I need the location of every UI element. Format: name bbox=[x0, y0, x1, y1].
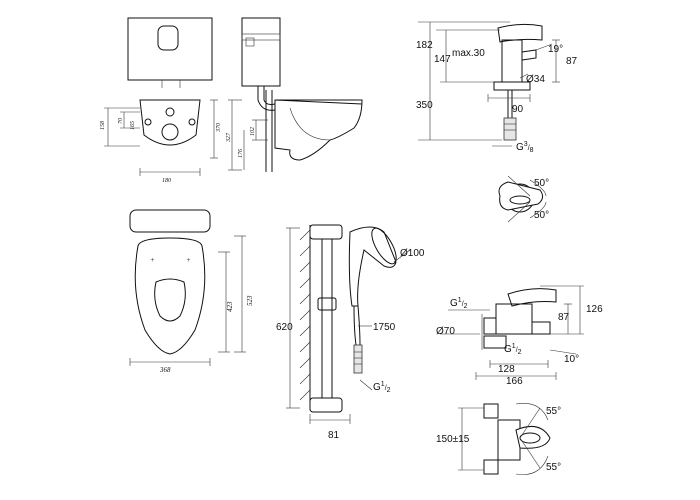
basin-top-angle-1: 50° bbox=[534, 178, 549, 189]
wc-bowl-outline bbox=[134, 237, 206, 355]
bath-height-2: 87 bbox=[558, 312, 570, 323]
shower-rail bbox=[321, 238, 333, 399]
wc-bowl-dim-523: 523 bbox=[246, 295, 254, 306]
basin-right-height: 87 bbox=[566, 56, 578, 67]
basin-top-angle-2: 50° bbox=[534, 210, 549, 221]
rail-slider bbox=[317, 297, 337, 311]
bath-spout-angle: 10° bbox=[564, 354, 579, 365]
svg-text:+: + bbox=[186, 256, 191, 264]
wc-side-dim-176: 176 bbox=[238, 149, 244, 158]
wc-bowl-view: + + 368 423 523 bbox=[129, 209, 254, 374]
basin-height-total: 182 bbox=[416, 40, 433, 51]
basin-top-view: 50° 50° bbox=[498, 175, 549, 223]
wc-side-dim-327: 327 bbox=[226, 132, 232, 143]
basin-hose-nut bbox=[503, 117, 517, 141]
rail-bracket-bottom bbox=[309, 397, 343, 413]
wc-front-dim-158: 158 bbox=[100, 121, 106, 130]
hose-nut bbox=[353, 344, 363, 374]
bath-spout bbox=[531, 321, 551, 335]
basin-mixer-view: 182 147 max.30 350 19° 87 Ø34 90 G3/8 bbox=[416, 21, 578, 154]
bath-connector-top bbox=[483, 403, 499, 419]
bath-diameter: Ø70 bbox=[436, 326, 455, 337]
wc-front-dim-70: 70 bbox=[118, 118, 124, 124]
cistern-side bbox=[241, 17, 281, 87]
shower-head-face bbox=[371, 227, 397, 265]
shower-hose-length: 1750 bbox=[373, 322, 396, 333]
bath-width-2: 166 bbox=[506, 376, 523, 387]
wc-pan-front bbox=[139, 99, 201, 146]
basin-diameter: Ø34 bbox=[526, 74, 545, 85]
basin-mixer-body bbox=[501, 39, 523, 83]
bath-top-angle-2: 55° bbox=[546, 462, 561, 473]
installation-frame bbox=[127, 17, 213, 81]
bath-top-angle-1: 55° bbox=[546, 406, 561, 417]
shower-thread: G1/2 bbox=[373, 381, 391, 394]
wc-pan-side bbox=[274, 99, 363, 161]
bath-thread-top: G1/2 bbox=[450, 297, 468, 310]
wc-side-dim-102: 102 bbox=[250, 127, 256, 136]
wc-bowl-inner bbox=[154, 278, 186, 322]
wc-bowl-dim-423: 423 bbox=[226, 301, 234, 312]
svg-text:+: + bbox=[150, 256, 155, 264]
shower-height: 620 bbox=[276, 322, 293, 333]
bath-lever bbox=[507, 288, 557, 307]
bath-connector-bottom bbox=[483, 459, 499, 475]
bath-width-1: 128 bbox=[498, 364, 515, 375]
wc-front-height: 370 bbox=[216, 123, 222, 133]
flush-plate-outline bbox=[157, 25, 179, 51]
basin-lever bbox=[497, 23, 543, 43]
basin-thread: G3/8 bbox=[516, 141, 534, 154]
bath-top-body bbox=[497, 419, 521, 461]
wc-front-width: 180 bbox=[162, 178, 171, 184]
bath-top-view: 55° 55° 150±15 bbox=[436, 403, 561, 475]
bath-top-lever bbox=[515, 425, 551, 449]
basin-spout-height: 147 bbox=[434, 54, 451, 65]
bath-mixer-view: G1/2 Ø70 G1/2 126 87 10° 128 166 bbox=[436, 285, 603, 387]
wc-side-view: 327 176 102 bbox=[226, 17, 363, 172]
shower-head-diameter: Ø100 bbox=[400, 248, 425, 259]
wc-front-dim-165: 165 bbox=[130, 121, 136, 130]
basin-max-thickness: max.30 bbox=[452, 48, 485, 59]
wc-bowl-width: 368 bbox=[159, 366, 171, 374]
basin-width: 90 bbox=[512, 104, 524, 115]
wc-front-view: 180 370 158 70 165 bbox=[100, 17, 222, 184]
shower-set-view: 620 Ø100 1750 G1/2 81 bbox=[276, 224, 425, 441]
bath-thread-bottom: G1/2 bbox=[504, 343, 522, 356]
bath-top-spacing: 150±15 bbox=[436, 434, 470, 445]
basin-hose-height: 350 bbox=[416, 100, 433, 111]
shower-width: 81 bbox=[328, 430, 340, 441]
basin-spout-angle: 19° bbox=[548, 44, 563, 55]
rail-bracket-top bbox=[309, 224, 343, 240]
wc-seat-hinge-block bbox=[129, 209, 211, 233]
bath-mixer-body bbox=[495, 303, 533, 335]
bath-height-1: 126 bbox=[586, 304, 603, 315]
